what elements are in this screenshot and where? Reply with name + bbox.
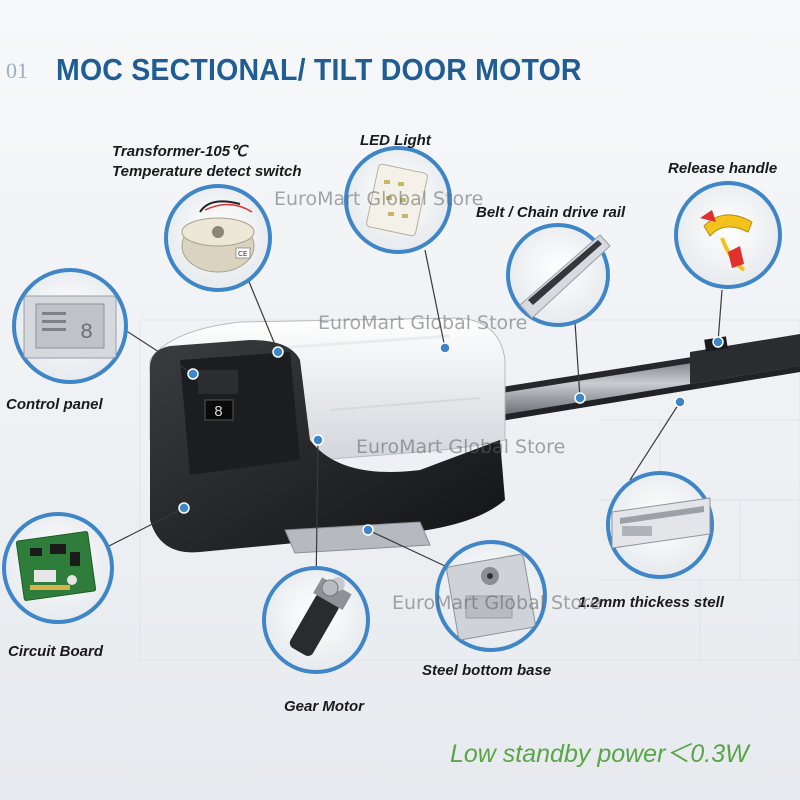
leader-dots [178, 336, 724, 536]
label-thickness-steel: 1.2mm thickess stell [578, 594, 724, 611]
led-light-icon [344, 146, 452, 254]
leader-lines [104, 249, 723, 591]
drive-rail [470, 334, 800, 426]
watermark: EuroMart Global Store [356, 436, 566, 458]
label-led-light: LED Light [360, 132, 431, 149]
svg-text:8: 8 [80, 320, 93, 345]
circuit-board-icon [2, 512, 114, 624]
label-release-handle: Release handle [668, 160, 778, 177]
gear-motor-icon [262, 566, 370, 674]
label-control-panel: Control panel [6, 396, 103, 413]
label-circuit-board: Circuit Board [8, 643, 104, 660]
title-number: 01 [6, 58, 28, 83]
svg-text:8: 8 [214, 404, 223, 421]
page-title: MOC SECTIONAL/ TILT DOOR MOTOR [56, 52, 582, 87]
standby-power-note: Low standby power＜0.3W [450, 740, 749, 768]
watermark: EuroMart Global Store [392, 592, 602, 614]
svg-text:CE: CE [238, 250, 247, 258]
label-transformer: Transformer-105℃ Temperature detect swit… [112, 142, 302, 182]
watermark: EuroMart Global Store [318, 312, 528, 334]
steel-profile-icon [606, 471, 714, 579]
watermark: EuroMart Global Store [274, 188, 484, 210]
release-handle-icon [674, 181, 782, 289]
rail-icon [506, 223, 611, 327]
label-belt-chain-rail: Belt / Chain drive rail [476, 204, 626, 221]
label-steel-bottom-base: Steel bottom base [422, 662, 552, 679]
motor-body: 8 [149, 317, 506, 554]
label-transformer-line2: Temperature detect switch [112, 163, 302, 180]
label-transformer-line1: Transformer-105℃ [112, 143, 247, 160]
label-gear-motor: Gear Motor [284, 698, 365, 715]
transformer-icon: CE [164, 184, 272, 292]
control-panel-icon: 8 [12, 268, 128, 384]
steel-base-icon [435, 540, 547, 652]
